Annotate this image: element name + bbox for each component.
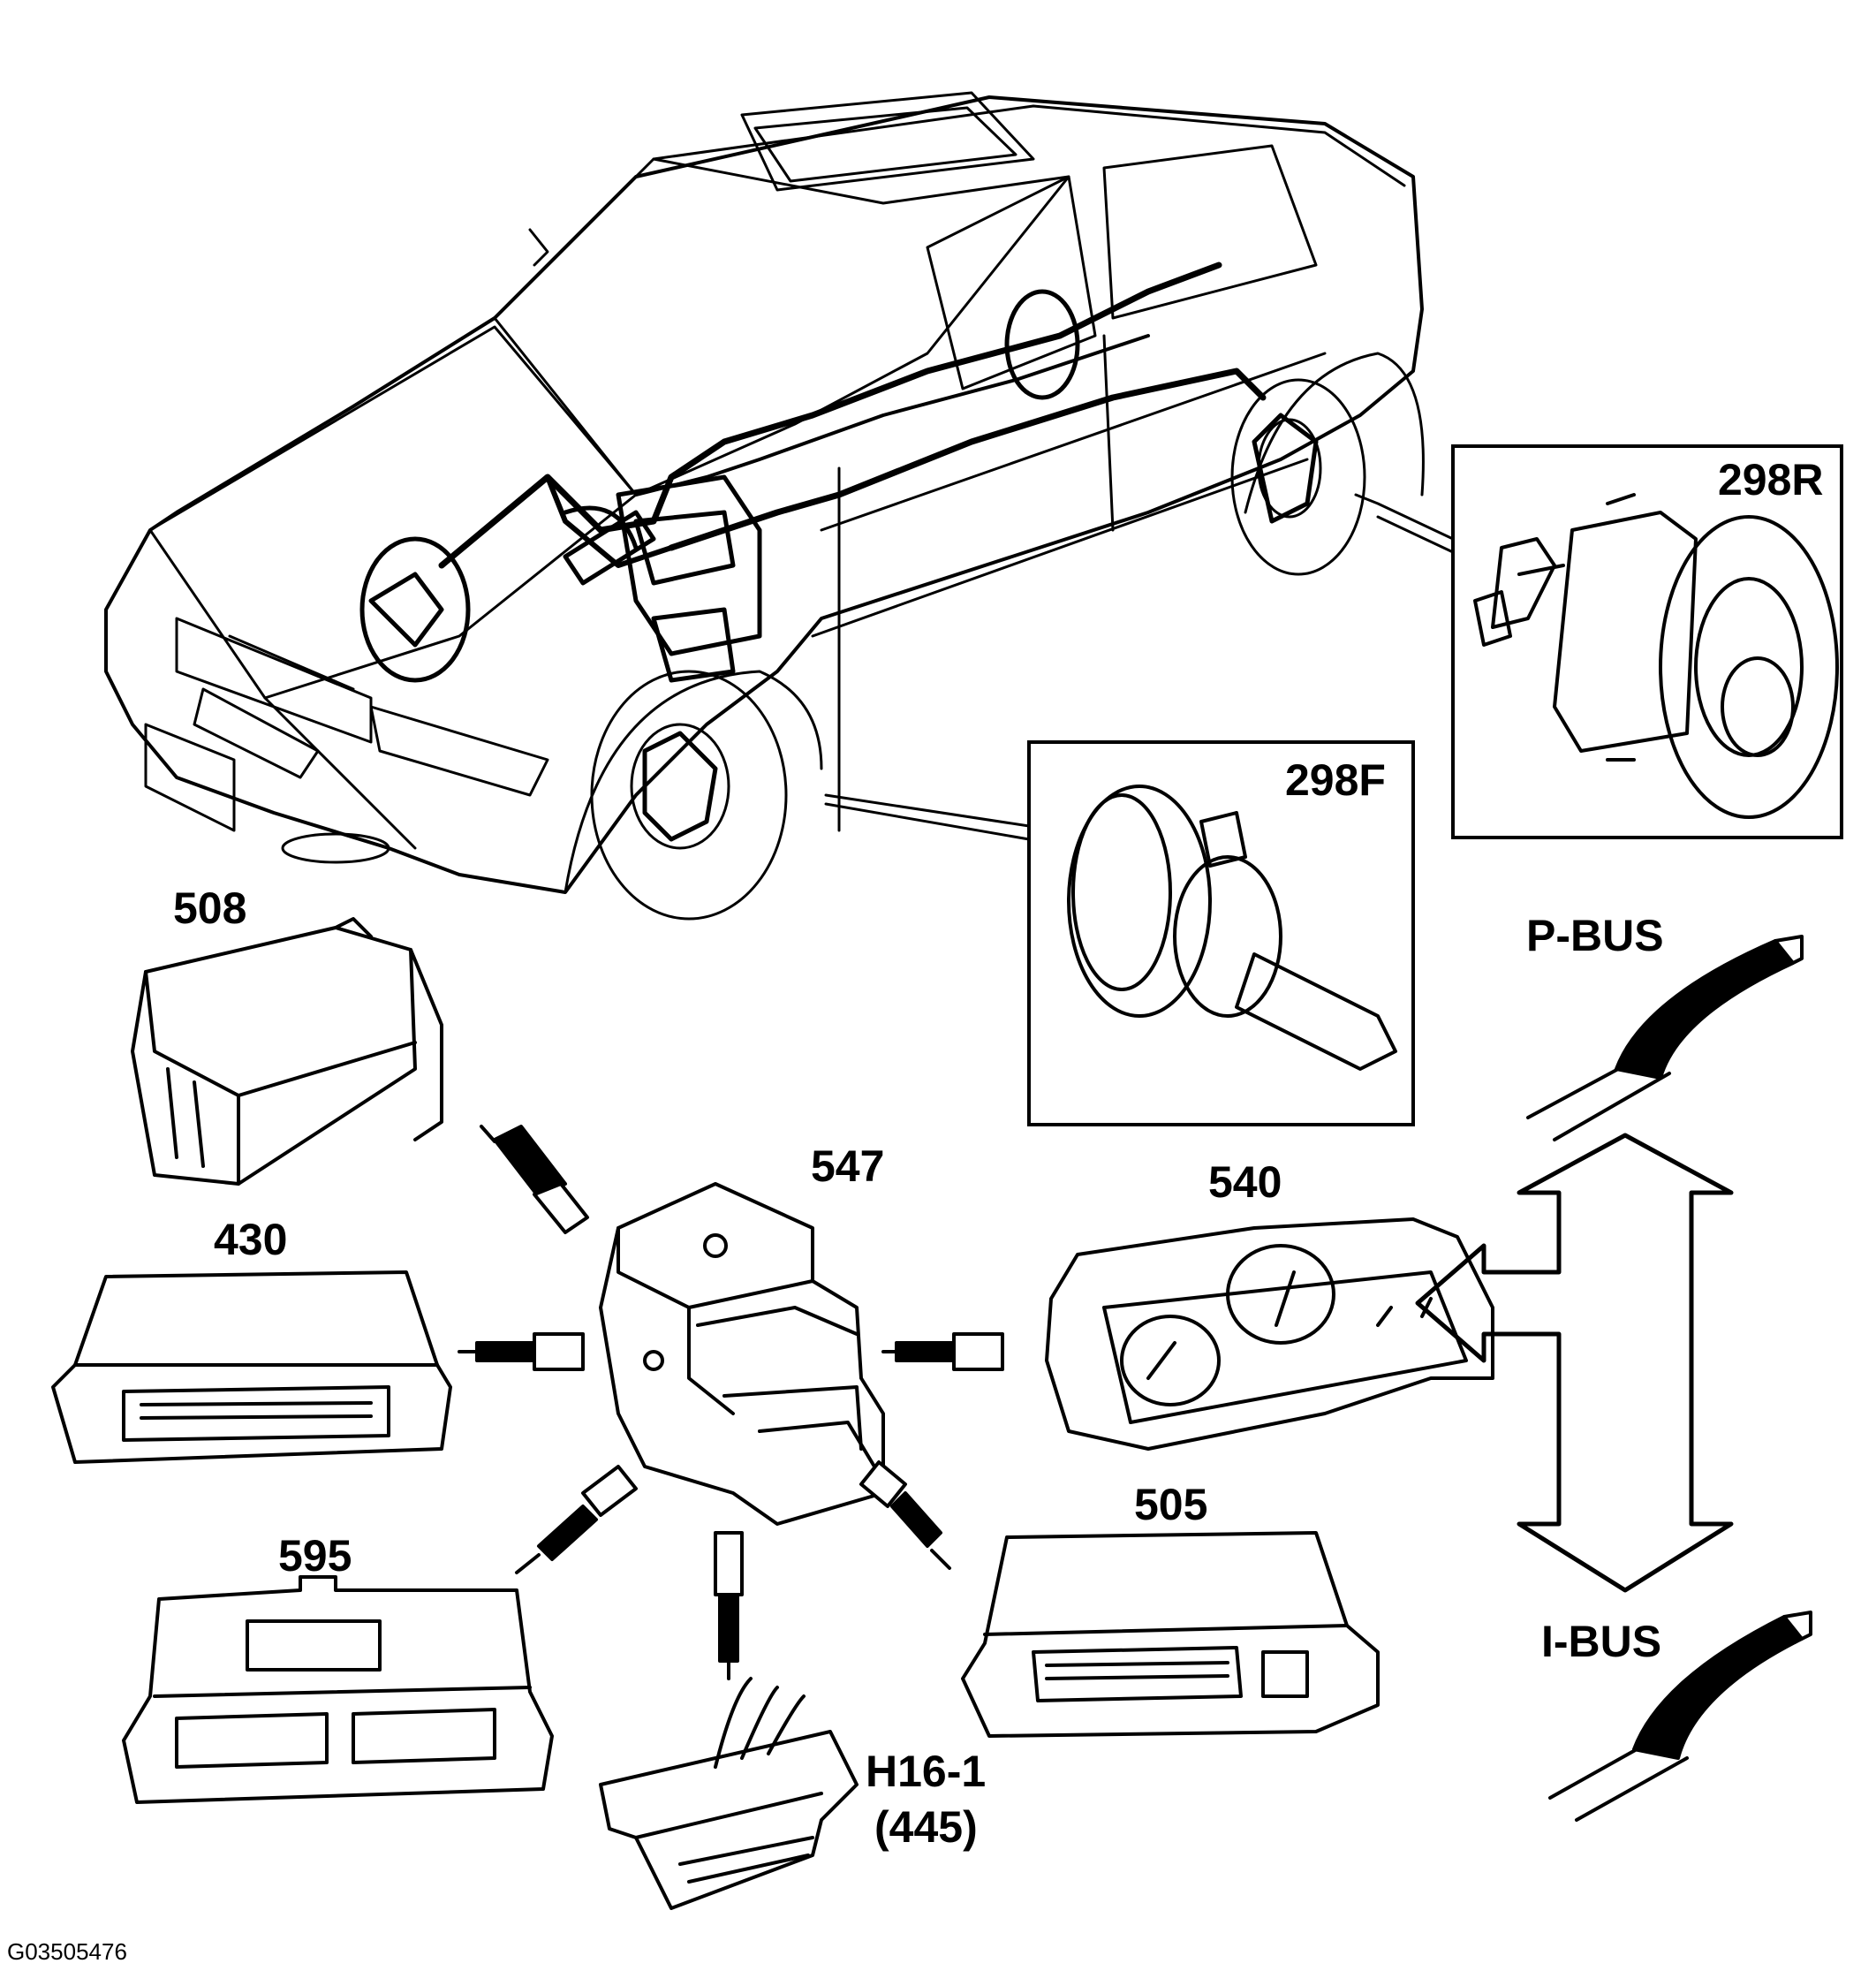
- control-module-595: 595: [122, 1531, 554, 1804]
- module-547-label: 547: [811, 1141, 884, 1191]
- abs-control-unit-547: 547: [599, 1141, 885, 1526]
- connector-445-label: (445): [874, 1802, 978, 1852]
- bus-wires: [458, 1125, 1004, 1680]
- instrument-cluster-540: 540: [1045, 1157, 1494, 1451]
- module-595-label: 595: [278, 1531, 352, 1581]
- wheel-sensor-front-label: 298F: [1285, 755, 1386, 805]
- module-508-label: 508: [173, 883, 246, 933]
- control-module-430: 430: [51, 1215, 452, 1464]
- p-bus-label: P-BUS: [1526, 911, 1664, 960]
- figure-code: G03505476: [7, 1938, 127, 1965]
- module-430-label: 430: [214, 1215, 287, 1264]
- wheel-sensor-rear-label: 298R: [1718, 455, 1824, 504]
- car-illustration: [104, 91, 1425, 921]
- module-540-label: 540: [1208, 1157, 1282, 1207]
- bus-arrows: [1415, 1133, 1734, 1593]
- control-module-508: 508: [131, 883, 443, 1186]
- module-505-label: 505: [1134, 1480, 1207, 1529]
- wheel-sensor-front-inset: 298F: [824, 740, 1415, 1126]
- wheel-sensor-rear-inset: 298R: [1354, 444, 1843, 839]
- p-bus-cable: [1526, 935, 1804, 1141]
- connector-h16-label: H16-1: [866, 1747, 986, 1796]
- i-bus-cable: [1548, 1611, 1812, 1822]
- control-module-505: 505: [961, 1480, 1380, 1738]
- i-bus-label: I-BUS: [1541, 1617, 1661, 1666]
- diagnostic-connector-h16-1: H16-1 (445): [599, 1677, 986, 1910]
